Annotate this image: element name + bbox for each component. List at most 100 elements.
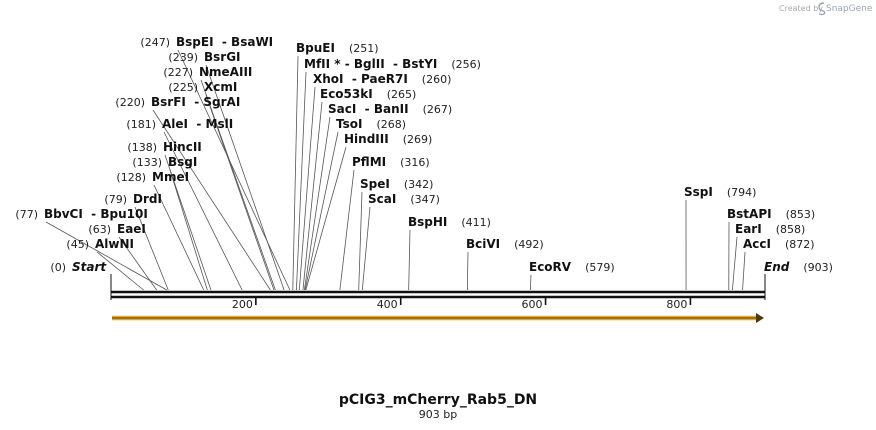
cut-site-nmeaiii[interactable]: NmeAIII (227) [163, 65, 252, 79]
site-name: BsrFI - SgrAI [151, 95, 240, 109]
leader-xcmi [205, 94, 275, 291]
leader-hindiii [305, 146, 347, 291]
cut-site-alei-msli[interactable]: AleI - MslI(181) [126, 117, 233, 131]
site-name: PflMI [352, 155, 386, 169]
site-name: End [764, 260, 790, 274]
site-name: TsoI [336, 117, 362, 131]
cut-site-eaei[interactable]: EaeI(63) [88, 222, 146, 236]
feature-arrowhead [756, 313, 764, 323]
site-position: (268) [376, 118, 406, 131]
site-position: (63) [88, 223, 111, 236]
site-name: NmeAIII [199, 65, 252, 79]
feature-arrow[interactable] [112, 313, 764, 323]
dna-backbone [110, 274, 766, 300]
cut-site-mmei[interactable]: MmeI(128) [116, 170, 189, 184]
cut-site-bcivi[interactable]: BciVI(492) [466, 237, 544, 251]
cut-site-bsphi[interactable]: BspHI(411) [408, 215, 491, 229]
site-name: SpeI [360, 177, 390, 191]
site-position: (853) [786, 208, 816, 221]
cut-site-ecorv[interactable]: EcoRV (579) [529, 260, 615, 274]
site-name: HincII [163, 140, 202, 154]
cut-site-bstapi[interactable]: BstAPI(853) [727, 207, 815, 221]
cut-site-end[interactable]: End (903) [764, 260, 833, 274]
site-name: EcoRV [529, 260, 572, 274]
cut-site-alwni[interactable]: AlwNI (45) [66, 237, 134, 251]
leader-mfii-bglii-bstyi [296, 71, 307, 291]
cut-site-eco53ki[interactable]: Eco53kI (265) [320, 87, 416, 101]
site-name: BciVI [466, 237, 500, 251]
leader-ecorv [529, 274, 532, 291]
cut-site-tsoi[interactable]: TsoI (268) [336, 117, 406, 131]
site-name: AlwNI [95, 237, 134, 251]
site-position: (45) [66, 238, 89, 251]
leader-eco53ki [302, 101, 323, 291]
site-name: AccI [743, 237, 771, 251]
site-name: Start [72, 260, 107, 274]
cut-site-bbvci-bpu10i[interactable]: BbvCI - Bpu10I(77) [15, 207, 147, 221]
cut-site-saci-banii[interactable]: SacI - BanII(267) [328, 102, 452, 116]
leader-bsgi [169, 169, 208, 291]
ruler-tick-label: 600 [522, 298, 543, 311]
site-position: (227) [163, 66, 193, 79]
leader-bcivi [466, 251, 469, 291]
cut-site-bsrgi[interactable]: BsrGI (239) [168, 50, 240, 64]
cut-site-scai[interactable]: ScaI(347) [368, 192, 440, 206]
ruler-tick-label: 800 [666, 298, 687, 311]
leader-pflmi [339, 169, 355, 291]
cut-site-spei[interactable]: SpeI (342) [360, 177, 433, 191]
site-name: SacI - BanII [328, 102, 409, 116]
leader-alwni [96, 251, 144, 291]
site-position: (77) [15, 208, 38, 221]
site-position: (256) [451, 58, 481, 71]
site-name: DrdI [133, 192, 162, 206]
site-name: XhoI - PaeR7I [313, 72, 408, 86]
site-position: (903) [803, 261, 833, 274]
site-position: (265) [387, 88, 417, 101]
leader-tsoi [304, 131, 339, 291]
cut-site-bsrfi-sgrai[interactable]: BsrFI - SgrAI(220) [115, 95, 240, 109]
cut-site-eari[interactable]: EarI(858) [735, 222, 805, 236]
site-position: (316) [400, 156, 430, 169]
site-position: (579) [585, 261, 615, 274]
site-position: (872) [785, 238, 815, 251]
site-position: (342) [404, 178, 434, 191]
leader-saci-banii [303, 116, 331, 291]
cut-site-bsgi[interactable]: BsgI(133) [132, 155, 197, 169]
site-position: (260) [422, 73, 452, 86]
site-name: BspEI - BsaWI [176, 35, 273, 49]
site-position: (347) [410, 193, 440, 206]
site-name: XcmI [204, 80, 237, 94]
site-position: (858) [776, 223, 806, 236]
leader-mmei [153, 184, 205, 291]
cut-site-hindiii[interactable]: HindIII(269) [344, 132, 432, 146]
leader-spei [358, 191, 363, 291]
site-position: (794) [727, 186, 757, 199]
snapgene-credit[interactable]: Created by SnapGene [779, 2, 873, 16]
site-position: (251) [349, 42, 379, 55]
cut-site-drdi[interactable]: DrdI(79) [104, 192, 162, 206]
cut-site-xcmi[interactable]: XcmI(225) [168, 80, 237, 94]
cut-site-bpuei[interactable]: BpuEI(251) [296, 41, 379, 55]
cut-site-pflmi[interactable]: PflMI (316) [352, 155, 430, 169]
leader-drdi [134, 206, 169, 291]
leader-bpuei [292, 55, 299, 291]
site-name: BspHI [408, 215, 447, 229]
leader-alei-msli [163, 131, 243, 291]
cut-site-mfii-bglii-bstyi[interactable]: MfII * - BglII - BstYI (256) [304, 57, 481, 71]
cut-site-start[interactable]: Start(0) [50, 260, 107, 274]
site-position: (239) [168, 51, 198, 64]
site-name: BsrGI [204, 50, 241, 64]
site-position: (128) [116, 171, 146, 184]
site-name: MfII * - BglII - BstYI [304, 57, 437, 71]
cut-site-hincii[interactable]: HincII(138) [127, 140, 201, 154]
leader-bsrgi [205, 64, 285, 291]
leader-bbvci-bpu10i [45, 221, 167, 291]
cut-site-acci[interactable]: AccI (872) [743, 237, 815, 251]
cut-site-xhoi-paer7i[interactable]: XhoI - PaeR7I (260) [313, 72, 451, 86]
leader-xhoi-paer7i [298, 86, 316, 291]
cut-site-leaders [45, 49, 746, 291]
site-name: Eco53kI [320, 87, 373, 101]
cut-site-sspi[interactable]: SspI(794) [684, 185, 756, 199]
cut-site-bspei-bsawi[interactable]: BspEI - BsaWI(247) [140, 35, 273, 49]
